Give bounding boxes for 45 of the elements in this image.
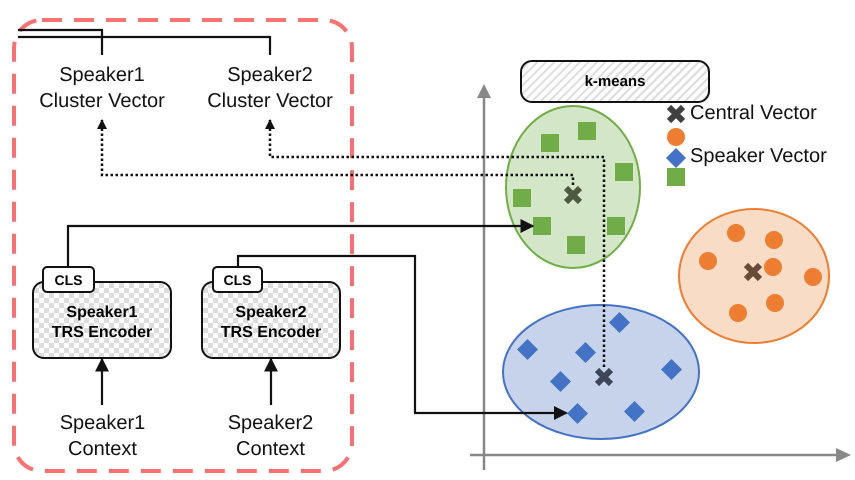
cross-marker [563, 185, 583, 205]
legend-text: Speaker Vector [690, 145, 827, 168]
dashed-group-box [12, 18, 354, 473]
square-marker [607, 217, 625, 235]
circle-marker [766, 294, 784, 312]
diamond-marker [660, 358, 682, 380]
circle-marker [804, 268, 822, 286]
cross-marker [594, 367, 614, 387]
k-means-box: k-means [520, 60, 710, 103]
circle-marker [729, 304, 747, 322]
diamond-marker [566, 402, 588, 424]
arrow [95, 358, 109, 405]
arrow [264, 358, 278, 405]
circle-marker [727, 224, 745, 242]
diamond-marker [550, 370, 570, 392]
cluster-ellipse [678, 208, 830, 344]
cluster-ellipse [502, 304, 700, 440]
cross-marker [743, 262, 763, 282]
context-label: Speaker1 Context [30, 405, 175, 467]
diamond-marker [624, 400, 644, 422]
cluster-vector-label: Speaker1 Cluster Vector [26, 55, 178, 120]
square-marker [567, 236, 585, 254]
legend-text: Central Vector [690, 102, 817, 125]
square-marker [513, 189, 531, 207]
context-label: Speaker2 Context [198, 405, 343, 467]
diamond-marker [608, 312, 630, 332]
cluster-vector-label: Speaker2 Cluster Vector [194, 55, 346, 120]
square-marker [541, 134, 559, 152]
circle-marker [699, 252, 717, 270]
diamond-marker [516, 338, 538, 360]
connector-line [18, 36, 272, 55]
diamond-marker [574, 342, 596, 362]
circle-marker [764, 258, 782, 276]
arrow [236, 254, 568, 420]
cluster-ellipse [505, 105, 641, 269]
cls-tag: CLS [42, 266, 95, 293]
dotted-arrow [265, 119, 606, 367]
arrow [66, 219, 534, 266]
square-marker [578, 122, 596, 140]
circle-marker [765, 231, 783, 249]
connector-line [18, 28, 104, 55]
cls-tag: CLS [212, 266, 263, 293]
square-marker [615, 163, 633, 181]
square-marker [533, 217, 551, 235]
dotted-arrow [97, 119, 574, 185]
